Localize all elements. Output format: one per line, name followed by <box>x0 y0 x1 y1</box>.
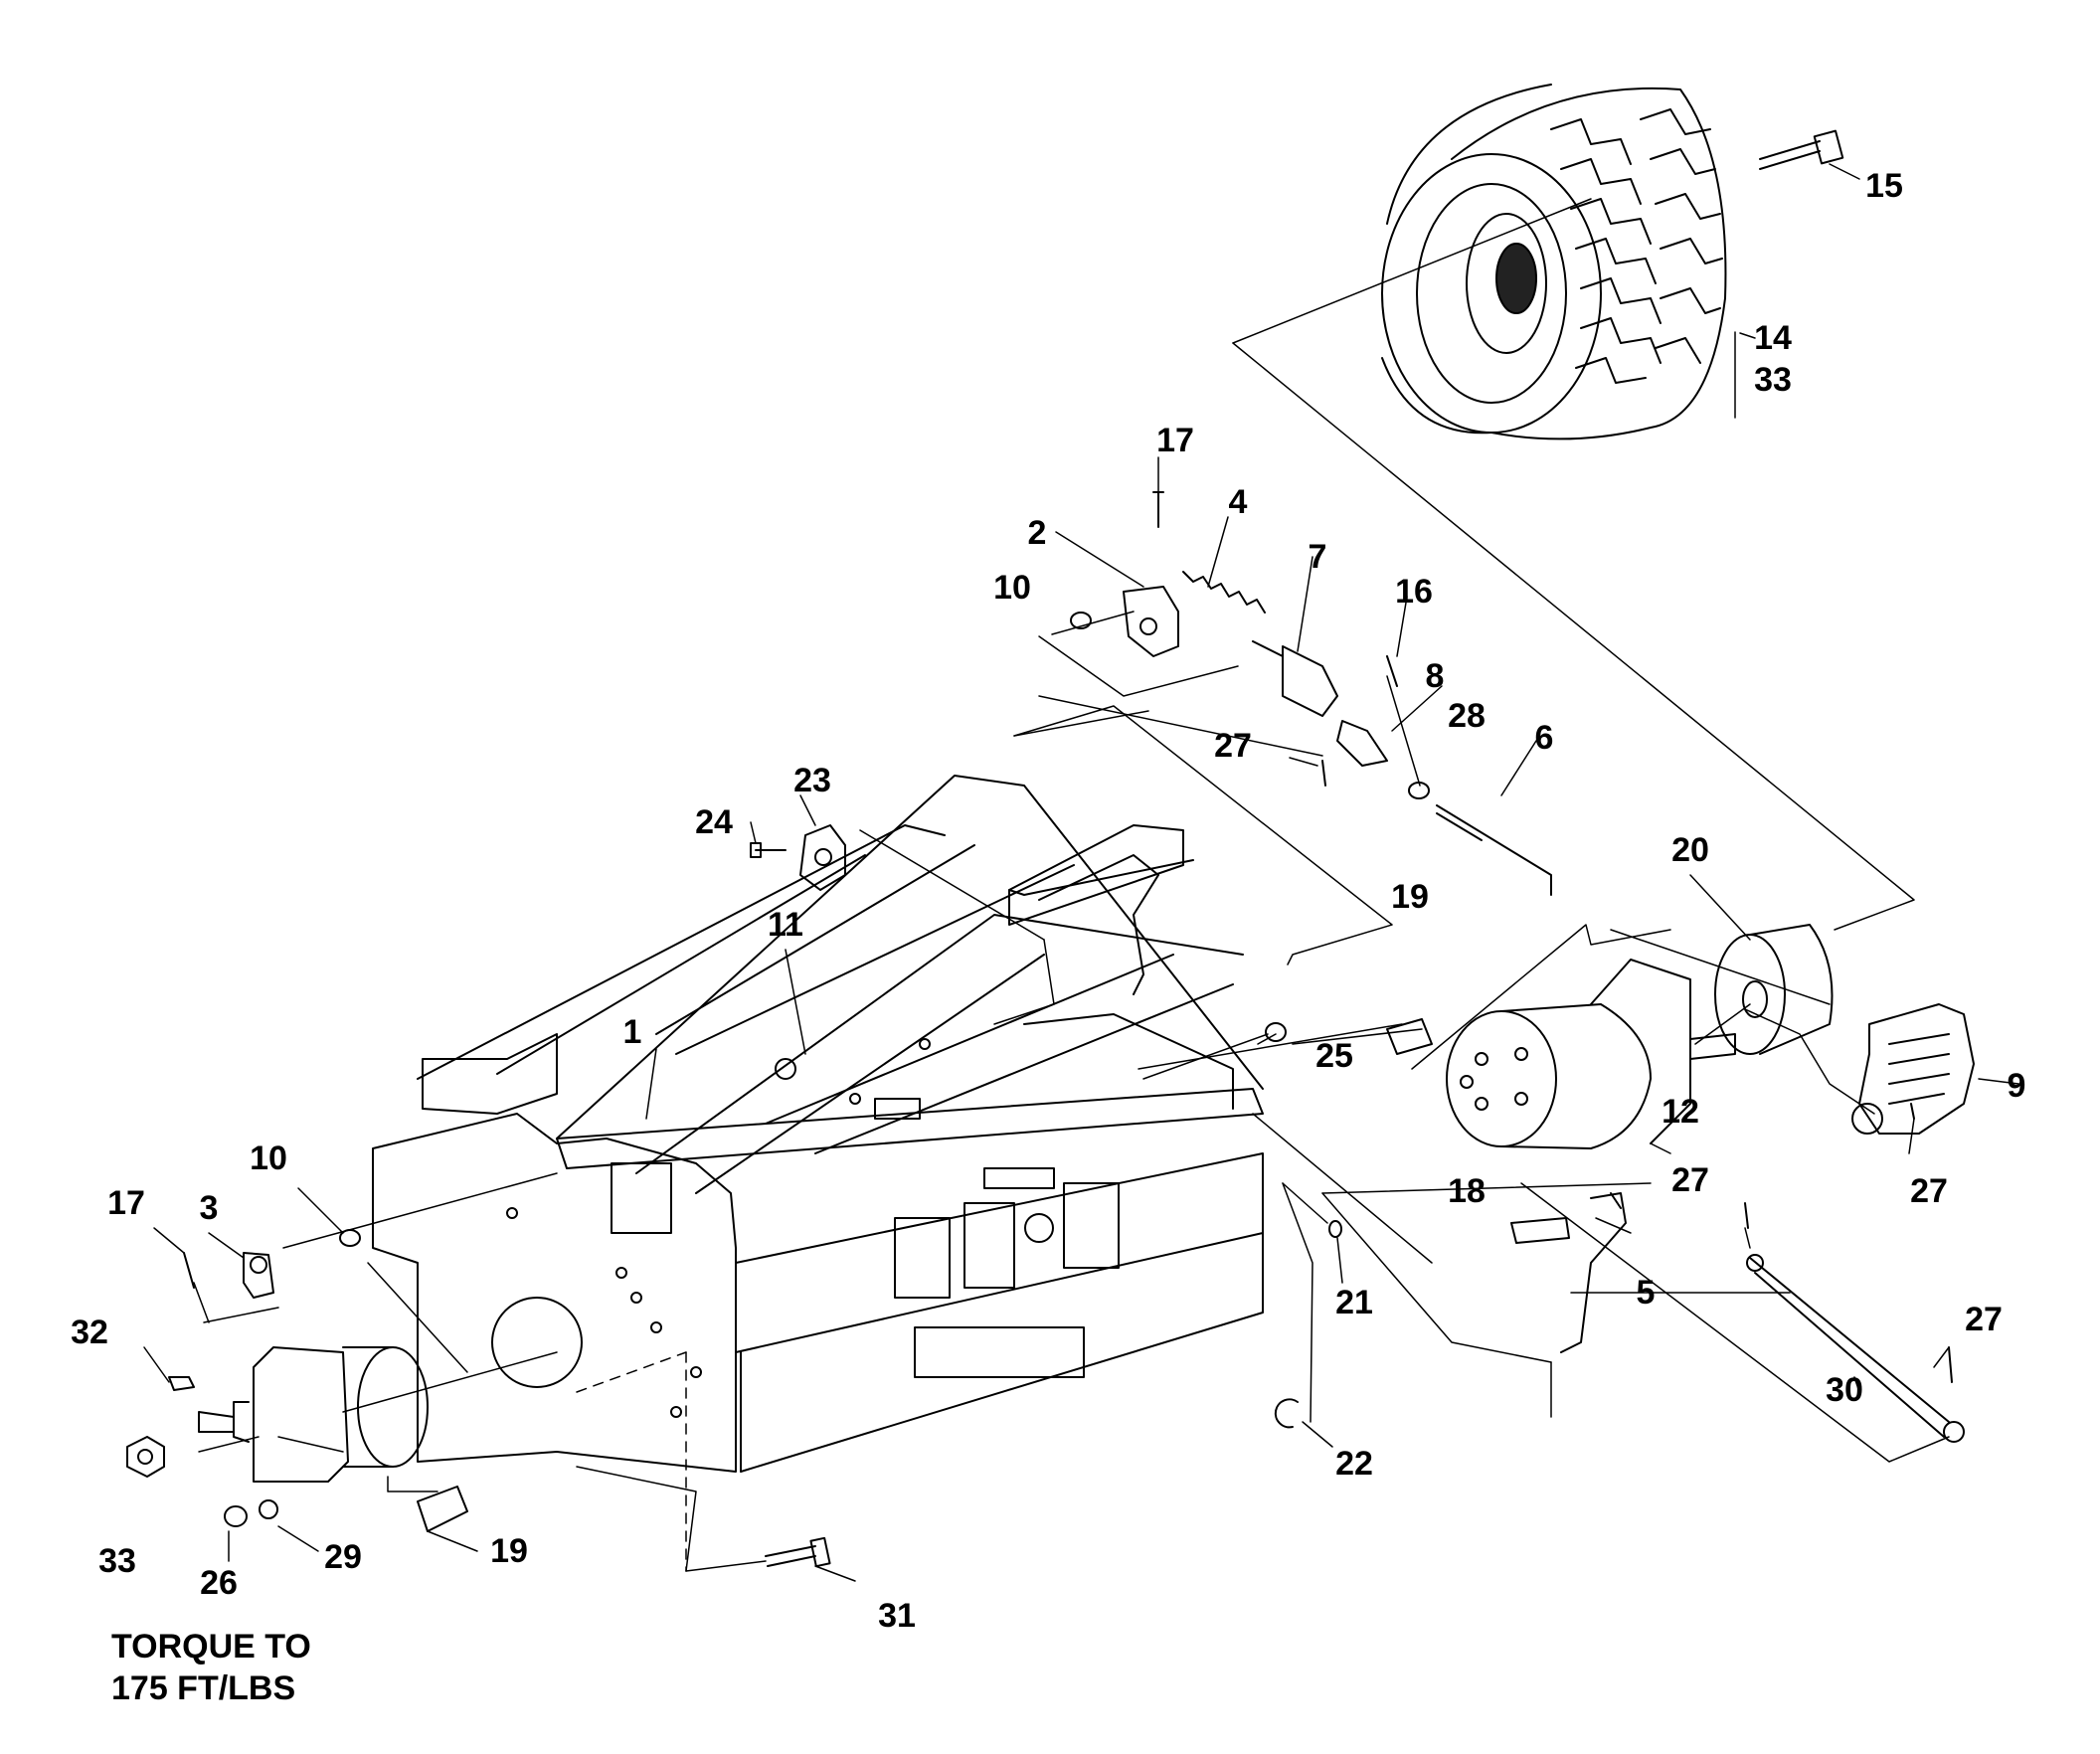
callout-12: 12 <box>1662 1093 1699 1131</box>
callout-27-brake: 27 <box>1910 1172 1948 1210</box>
control-rod <box>1437 805 1551 895</box>
callout-21: 21 <box>1335 1284 1373 1321</box>
callout-11: 11 <box>768 906 803 944</box>
wheel-assembly <box>1382 85 1725 438</box>
callout-24: 24 <box>695 803 733 841</box>
assembly-lines <box>194 199 1949 1571</box>
callout-27-lower: 27 <box>1965 1301 2003 1338</box>
callout-19-upper: 19 <box>1391 878 1429 916</box>
wheel-bolt <box>1760 131 1842 169</box>
callout-3: 3 <box>199 1189 219 1227</box>
callout-2: 2 <box>1027 514 1047 552</box>
callout-10-lower: 10 <box>250 1140 287 1177</box>
torque-note-line1: TORQUE TO <box>111 1628 311 1666</box>
pin-upper <box>1153 492 1163 527</box>
hydraulic-motor-left <box>199 1347 428 1482</box>
callout-1: 1 <box>622 1013 642 1051</box>
mount-bracket <box>1039 855 1158 994</box>
callout-20: 20 <box>1671 831 1709 869</box>
cotter-pin-c <box>1911 1104 1914 1119</box>
callout-23: 23 <box>793 762 831 799</box>
torque-note: TORQUE TO 175 FT/LBS <box>111 1626 311 1709</box>
callout-17-upper: 17 <box>1156 422 1194 459</box>
callout-33-wheel: 33 <box>1754 361 1792 399</box>
callout-15: 15 <box>1865 167 1903 205</box>
callout-14: 14 <box>1754 319 1792 357</box>
callout-16: 16 <box>1395 573 1433 611</box>
linkage-rod <box>1747 1255 1964 1442</box>
frame-bolt <box>766 1538 830 1566</box>
callout-7: 7 <box>1308 538 1327 576</box>
cotter-pin-b <box>1949 1347 1952 1382</box>
lock-washer <box>260 1500 277 1518</box>
callout-26: 26 <box>200 1564 238 1602</box>
spacer-right <box>1387 1019 1432 1054</box>
brake-assembly <box>1852 1004 1974 1134</box>
axle-nut <box>127 1437 164 1477</box>
pivot-bracket <box>244 1253 273 1298</box>
bearing <box>800 825 845 890</box>
pivot-arm <box>1124 587 1178 656</box>
wheel-hub <box>1715 925 1833 1054</box>
callout-19-lower: 19 <box>490 1532 528 1570</box>
retaining-ring <box>1276 1399 1298 1427</box>
callout-4: 4 <box>1228 483 1248 521</box>
pin-left <box>184 1253 194 1288</box>
callout-33-nut: 33 <box>98 1542 136 1580</box>
callout-30: 30 <box>1826 1371 1863 1409</box>
callout-10-upper: 10 <box>993 569 1031 607</box>
clevis-pin <box>1387 656 1397 686</box>
cotter-pin-a <box>1745 1203 1748 1228</box>
hydraulic-motor-right <box>1447 960 1735 1148</box>
jam-nut <box>1409 783 1429 798</box>
callout-8: 8 <box>1425 657 1445 695</box>
callout-25: 25 <box>1315 1037 1353 1075</box>
small-nut <box>1329 1221 1341 1237</box>
lock-nut <box>225 1506 247 1526</box>
key <box>169 1377 194 1390</box>
callout-5: 5 <box>1636 1274 1656 1312</box>
rod-end <box>1337 721 1387 766</box>
callout-9: 9 <box>2007 1067 2026 1105</box>
callout-leaders <box>144 164 2018 1581</box>
pedal-pad <box>1511 1218 1569 1243</box>
torque-note-line2: 175 FT/LBS <box>111 1669 296 1707</box>
callout-29: 29 <box>324 1538 362 1576</box>
flat-washer <box>1266 1023 1286 1041</box>
bearing-bolt <box>751 843 786 857</box>
callout-32: 32 <box>71 1314 108 1351</box>
callout-31: 31 <box>878 1597 916 1635</box>
clevis <box>1253 641 1337 716</box>
callout-17-lower: 17 <box>107 1184 145 1222</box>
pedal-arm <box>1561 1193 1626 1352</box>
washer-upper <box>1071 613 1091 628</box>
callout-18: 18 <box>1448 1172 1486 1210</box>
callout-22: 22 <box>1335 1445 1373 1483</box>
callout-27-rod: 27 <box>1671 1161 1709 1199</box>
spacer-left <box>418 1487 467 1531</box>
cotter-pin-upper <box>1322 761 1325 786</box>
callout-27-upper: 27 <box>1214 727 1252 765</box>
callout-28: 28 <box>1448 697 1486 735</box>
spring <box>1183 572 1265 613</box>
callout-6: 6 <box>1534 719 1554 757</box>
main-frame <box>373 776 1263 1472</box>
